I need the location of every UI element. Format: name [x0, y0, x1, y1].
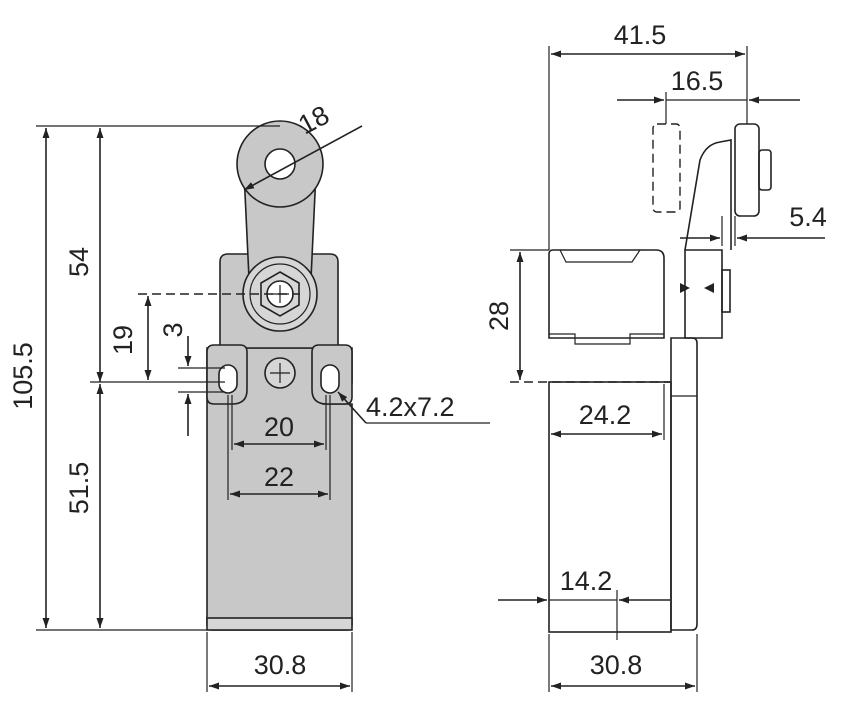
dim-hole-spacing-outer: 22: [264, 462, 294, 492]
dim-slot-size: 4.2x7.2: [366, 392, 455, 422]
roller-hub: [264, 148, 296, 180]
dim-head-depth: 24.2: [579, 400, 632, 430]
dim-lever-height: 54: [64, 247, 94, 277]
dim-roller-offset: 16.5: [671, 66, 724, 96]
side-actuator-mount: [684, 249, 723, 339]
side-lever: [684, 139, 732, 251]
front-view: 105.5 54 51.5 19 3 20 22 4.2x7.2 18 30.8: [8, 100, 490, 692]
dim-offset-3: 3: [158, 322, 188, 337]
right-slot: [320, 364, 340, 394]
side-head: [548, 249, 665, 339]
dim-overall-depth: 41.5: [614, 20, 667, 50]
dim-body-height: 51.5: [64, 462, 94, 515]
side-roller-ghost: [652, 123, 681, 213]
dim-front-width: 30.8: [254, 650, 307, 680]
dim-side-width: 30.8: [590, 650, 643, 680]
side-roller: [734, 123, 760, 217]
dim-hole-spacing-inner: 20: [264, 412, 294, 442]
dim-roller-width: 5.4: [789, 202, 827, 232]
left-slot: [218, 364, 238, 394]
dim-head-height: 28: [484, 301, 514, 331]
side-back-plate: [670, 337, 698, 631]
dim-center-offset: 14.2: [560, 566, 613, 596]
front-body-base: [206, 617, 353, 631]
dim-offset-19: 19: [108, 325, 138, 355]
side-view: 41.5 16.5 5.4 28 24.2 14.2 30.8: [484, 20, 827, 692]
dim-overall-height: 105.5: [8, 342, 38, 410]
